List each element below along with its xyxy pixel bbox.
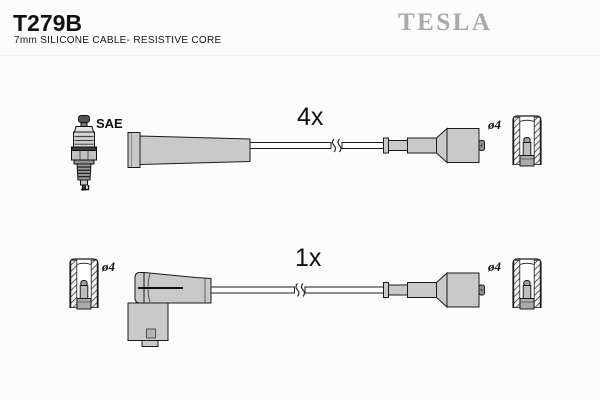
terminal-cover-drawing-bottom-right [512, 258, 542, 310]
terminal-cover-drawing-bottom-left [69, 258, 99, 310]
part-number: T279B [13, 10, 82, 36]
bottom-assembly: ø4 1x ø4 [69, 244, 542, 347]
subtitle: 7mm SILICONE CABLE- RESISTIVE CORE [14, 35, 221, 46]
quantity-label-top: 4x [297, 103, 324, 131]
straight-boot-drawing [127, 132, 251, 168]
angled-boot-drawing [127, 271, 212, 347]
terminal-diameter-label-top: ø4 [487, 117, 502, 132]
header: T279B 7mm SILICONE CABLE- RESISTIVE CORE… [0, 9, 600, 56]
top-assembly: SAE 4x ø4 [71, 103, 542, 191]
cable-break-mark-bottom [295, 282, 306, 298]
terminal-cover-drawing-top [512, 115, 542, 167]
spark-plug-icon [71, 115, 97, 191]
terminal-diameter-label-bottom-right: ø4 [487, 259, 502, 274]
brand-logo: TESLA [398, 9, 492, 36]
cable-break-mark-top [331, 138, 342, 153]
sae-label: SAE [96, 116, 123, 131]
end-connector-drawing-top [383, 128, 485, 163]
quantity-label-bottom: 1x [295, 244, 322, 272]
terminal-diameter-label-bottom-left: ø4 [101, 259, 116, 274]
end-connector-drawing-bottom [383, 272, 485, 308]
cable-top [249, 142, 384, 149]
